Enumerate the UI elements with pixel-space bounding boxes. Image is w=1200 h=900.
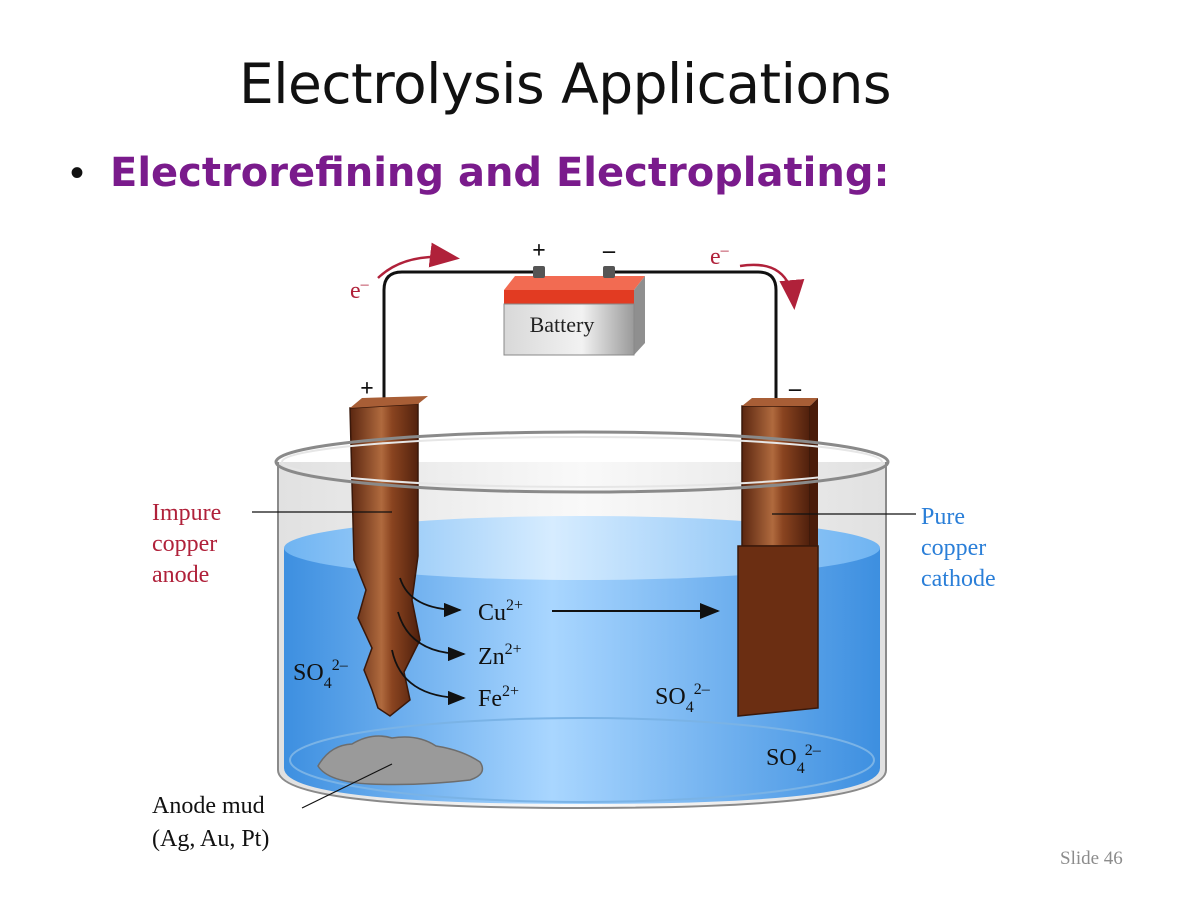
solution-surface bbox=[284, 516, 880, 580]
bullet-dot: • bbox=[70, 151, 85, 195]
solution bbox=[284, 548, 880, 804]
ion-arrow-zn bbox=[397, 611, 466, 662]
slide-title: Electrolysis Applications bbox=[238, 52, 892, 116]
slide-number: Slide 46 bbox=[1060, 848, 1123, 869]
electron-arrow-right bbox=[739, 263, 805, 310]
anode-mud-label: Anode mud (Ag, Au, Pt) bbox=[152, 793, 271, 852]
beaker-bottom-rim bbox=[289, 717, 875, 803]
wire-left bbox=[382, 270, 540, 405]
ion-arrow-cu bbox=[399, 577, 462, 618]
sulfate-label-left: SO42– bbox=[293, 657, 349, 692]
impure-anode-label: Impure copper anode bbox=[152, 500, 227, 588]
pure-copper-cathode bbox=[737, 398, 819, 717]
battery-minus-sign: – bbox=[602, 238, 616, 264]
ion-arrow-fe bbox=[391, 649, 466, 706]
anode-sign: + bbox=[360, 376, 374, 402]
sulfate-label-middle: SO42– bbox=[655, 681, 711, 716]
ion-label-zn: Zn2+ bbox=[478, 641, 522, 670]
wire-right bbox=[608, 270, 778, 405]
beaker-rim bbox=[274, 430, 890, 494]
electron-label-left: e– bbox=[350, 276, 370, 304]
anode-mud bbox=[317, 735, 484, 786]
ion-label-cu: Cu2+ bbox=[478, 597, 523, 626]
electron-label-right: e– bbox=[710, 242, 730, 270]
battery bbox=[503, 266, 645, 356]
bullet-item: • Electrorefining and Electroplating: bbox=[70, 150, 889, 196]
battery-label: Battery bbox=[530, 312, 595, 337]
pure-cathode-label: Pure copper cathode bbox=[921, 504, 996, 592]
ion-label-fe: Fe2+ bbox=[478, 683, 519, 712]
sulfate-label-right: SO42– bbox=[766, 742, 822, 777]
battery-plus-sign: + bbox=[532, 238, 546, 264]
leader-anode-mud bbox=[301, 763, 393, 809]
electron-arrow-left bbox=[377, 242, 460, 279]
bullet-text: Electrorefining and Electroplating: bbox=[110, 150, 890, 196]
cathode-sign: – bbox=[788, 376, 802, 402]
